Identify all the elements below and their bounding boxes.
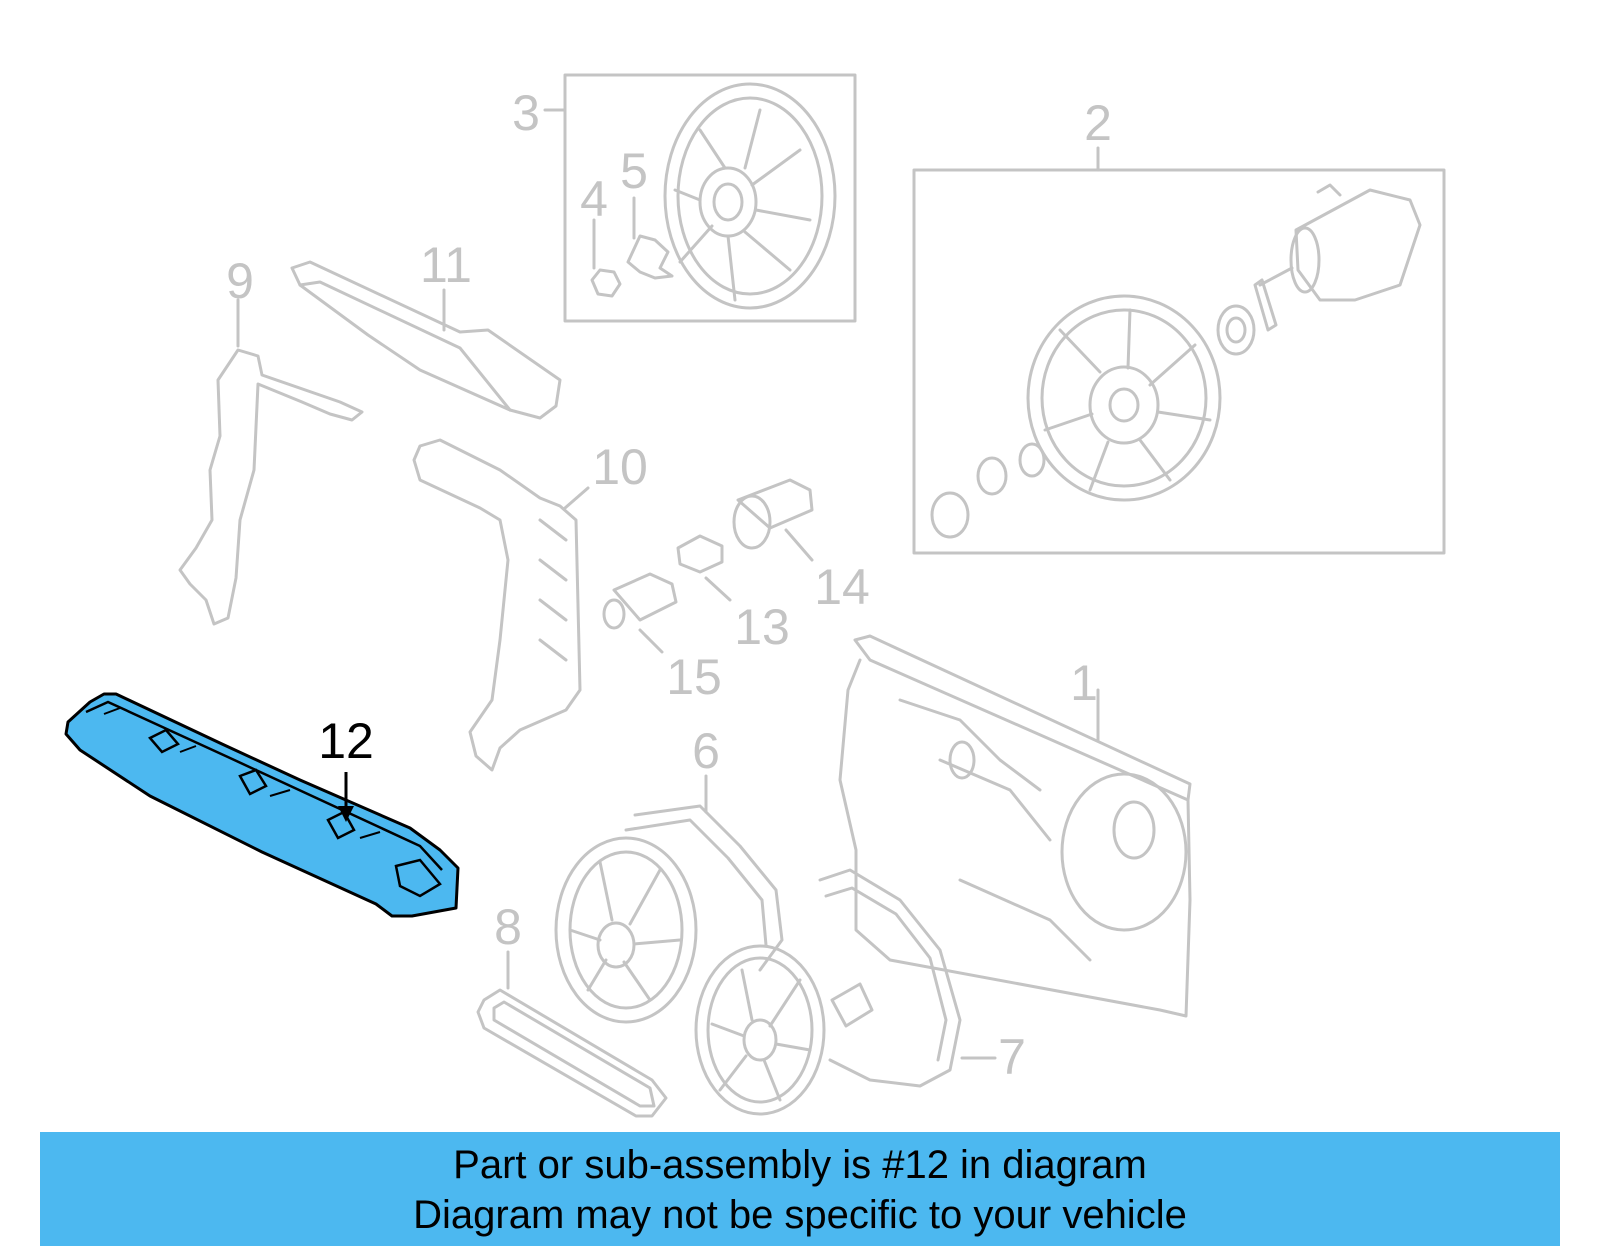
part-6-fan-assembly: [554, 774, 784, 1024]
callout-11: 11: [420, 237, 472, 293]
callout-6: 6: [692, 723, 720, 779]
callout-12: 12: [318, 713, 374, 769]
part-11-upper-panel: [290, 260, 562, 420]
part-4-nut: [590, 218, 622, 298]
part-7-fan-assembly: [694, 868, 997, 1116]
part-14-sensor: [732, 478, 814, 562]
part-1-fan-shroud: [838, 634, 1192, 1018]
callout-3: 3: [512, 85, 540, 141]
callout-9: 9: [226, 253, 254, 309]
callout-8: 8: [494, 899, 522, 955]
callout-2: 2: [1084, 95, 1112, 151]
part-12-lower-deflector: [64, 692, 460, 918]
callout-5: 5: [620, 143, 648, 199]
part-8-seal-strip: [476, 950, 668, 1118]
part-13-connector: [676, 534, 732, 602]
part-15-switch: [602, 572, 678, 654]
callout-4: 4: [580, 171, 608, 227]
callout-7: 7: [998, 1029, 1026, 1085]
caption-line-2: Diagram may not be specific to your vehi…: [413, 1193, 1187, 1237]
part-2-fan-motor-assembly: [912, 146, 1446, 555]
callout-10: 10: [592, 439, 648, 495]
callout-1: 1: [1070, 655, 1098, 711]
callout-15: 15: [666, 649, 722, 705]
part-9-side-bracket: [178, 298, 364, 626]
callout-13: 13: [734, 599, 790, 655]
callout-14: 14: [814, 559, 870, 615]
caption-banner: Part or sub-assembly is #12 in diagram D…: [40, 1132, 1560, 1246]
part-10-side-bracket: [412, 438, 590, 772]
caption-line-1: Part or sub-assembly is #12 in diagram: [453, 1143, 1147, 1187]
part-3-fan-assembly: [543, 73, 857, 323]
part-5-fan-clip: [626, 196, 674, 280]
